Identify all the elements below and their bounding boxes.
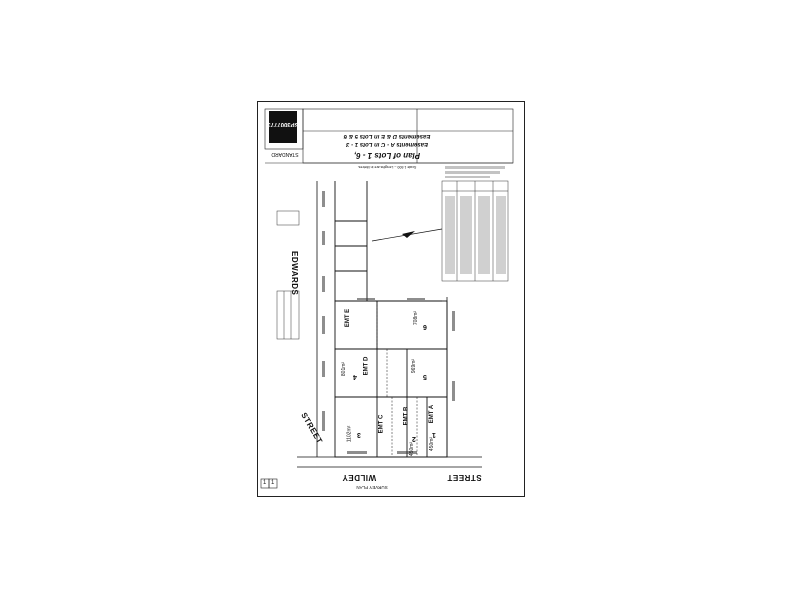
lot-3-number: 3 (357, 431, 361, 438)
north-arrow-icon (371, 228, 443, 242)
lot-3-area: 1102m² (346, 425, 353, 443)
lot-boundaries (334, 181, 448, 458)
survey-plan-label: SURVEY PLAN (356, 485, 388, 490)
scale-text: Scale 1:500 – Lengths are in Metres. (357, 165, 417, 169)
lot-1-easement: EMT A (429, 404, 436, 424)
notes-block (445, 166, 505, 178)
page-marker-2: 1 (271, 480, 275, 486)
lot-6-easement: EMT E (345, 308, 352, 328)
dimension-marks (322, 191, 455, 454)
lot-2-area: 450m² (409, 441, 416, 457)
lot-3-easement: EMT C (378, 414, 385, 434)
lot-4-number: 4 (353, 373, 357, 380)
lot-5-area: 969m² (411, 358, 418, 374)
lot-6-area: 708m² (413, 310, 420, 326)
lot-6-number: 6 (423, 323, 427, 330)
wildey-street-label: WILDEY (342, 473, 377, 482)
plan-drawing (260, 108, 514, 489)
title-line-3: Easements D & E in Lots 5 & 6 (343, 133, 431, 139)
coordinate-table-text (445, 196, 506, 274)
lot-2-easement: EMT B (403, 406, 410, 426)
standard-label: STANDARD (271, 151, 299, 157)
lot-4-area: 801m² (341, 361, 348, 377)
easement-lines (376, 301, 418, 457)
lot-1-area: 450m² (429, 436, 436, 452)
title-line-2: Easements A - C in Lots 1 - 3 (346, 141, 428, 147)
title-line-1: Plan of Lots 1 - 6, (353, 151, 421, 160)
edwards-street-label: EDWARDS (290, 251, 299, 296)
road-boundaries (297, 181, 482, 468)
lot-5-number: 5 (423, 373, 427, 380)
survey-plan-sheet: SP3007773 STANDARD Plan of Lots 1 - 6, E… (257, 101, 525, 497)
page-marker-1: 1 (263, 480, 267, 486)
sheet-border (257, 101, 525, 497)
plan-number: SP3007773 (267, 121, 299, 127)
lot-4-easement: EMT D (363, 356, 370, 376)
title-block (264, 108, 514, 164)
plan-number-box (269, 111, 297, 143)
street-word-bottom: STREET (447, 473, 482, 482)
page-marker-boxes (260, 478, 278, 489)
coordinate-table (441, 180, 509, 282)
benchmark-table (276, 210, 300, 340)
